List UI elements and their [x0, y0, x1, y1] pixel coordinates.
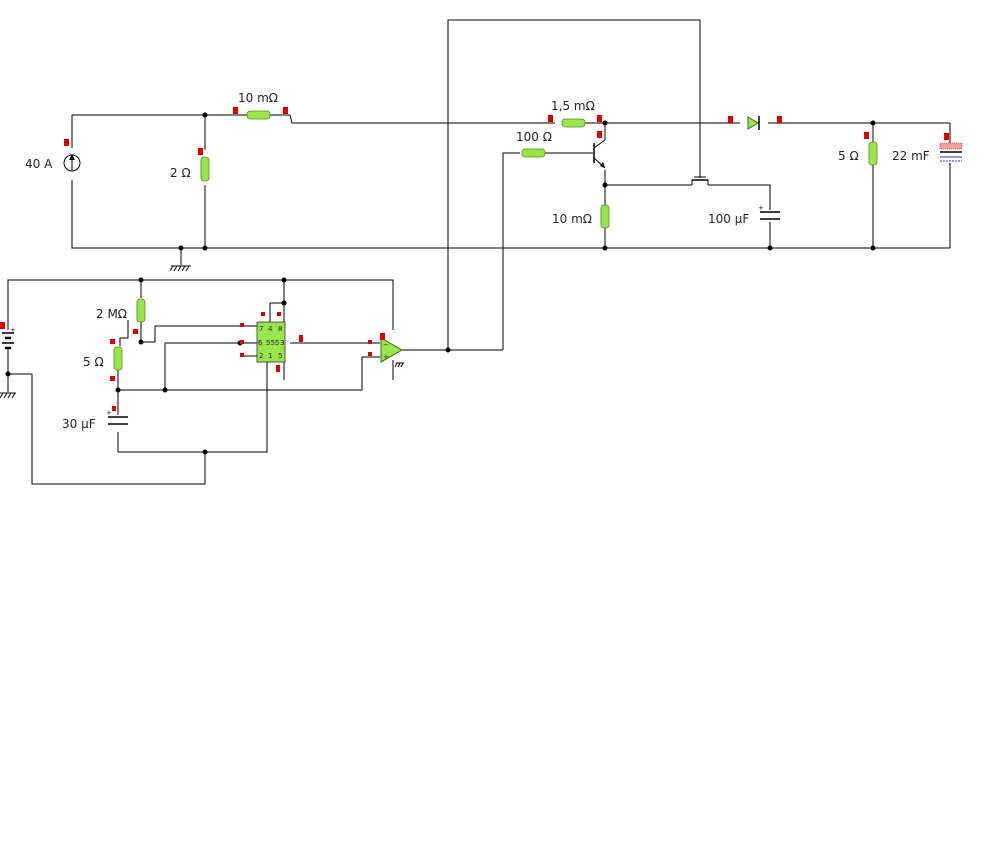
diode-icon[interactable] — [728, 116, 782, 130]
resistor-10mohm-emitter[interactable] — [600, 204, 610, 229]
resistor-10mohm-top[interactable] — [233, 107, 288, 120]
resistor-5ohm-left[interactable] — [110, 339, 123, 381]
wires-top-circuit — [71, 19, 951, 350]
resistor-2ohm[interactable] — [198, 148, 210, 182]
capacitor-30uf[interactable]: + — [106, 406, 128, 425]
pin-3: 3 — [280, 339, 284, 347]
junction-dots — [5, 112, 876, 455]
current-source-label: 40 A — [25, 157, 53, 171]
resistor-2ohm-label: 2 Ω — [170, 166, 191, 180]
resistor-10mohm-emitter-label: 10 mΩ — [552, 212, 592, 226]
resistor-5ohm-right-label: 5 Ω — [838, 149, 859, 163]
pin-5: 5 — [278, 352, 282, 360]
pin-8: 8 — [278, 325, 282, 333]
opamp-icon[interactable]: − + — [368, 333, 404, 363]
svg-text:+: + — [758, 204, 764, 212]
pin-4: 4 — [268, 325, 273, 333]
capacitor-100uf-label: 100 µF — [708, 212, 749, 226]
capacitor-100uf[interactable]: + — [758, 204, 780, 220]
switch-icon[interactable] — [691, 176, 709, 185]
capacitor-22mf-label: 22 mF — [892, 149, 930, 163]
resistor-10mohm-top-label: 10 mΩ — [238, 91, 278, 105]
resistor-5ohm-right[interactable] — [864, 132, 878, 166]
ground-icon — [169, 265, 191, 272]
current-source-icon[interactable] — [63, 139, 81, 172]
resistor-2mohm[interactable] — [133, 298, 146, 334]
ground-left-icon — [0, 392, 16, 399]
resistor-100ohm-label: 100 Ω — [516, 130, 552, 144]
svg-text:+: + — [106, 409, 112, 417]
resistor-1-5mohm-label: 1,5 mΩ — [551, 99, 595, 113]
pin-1: 1 — [268, 352, 272, 360]
battery-plus-label: + — [10, 326, 16, 334]
capacitor-30uf-label: 30 µF — [62, 417, 96, 431]
resistor-1-5mohm[interactable] — [548, 115, 602, 128]
resistor-5ohm-left-label: 5 Ω — [83, 355, 104, 369]
pin-2: 2 — [259, 352, 263, 360]
opamp-plus: + — [383, 353, 389, 361]
battery-icon[interactable]: + — [0, 322, 16, 350]
wires-control-circuit — [7, 279, 503, 485]
pin-7: 7 — [259, 325, 263, 333]
ground-opamp-icon — [394, 362, 404, 368]
resistor-100ohm[interactable] — [521, 148, 546, 158]
npn-transistor-icon[interactable] — [593, 131, 606, 169]
ic-555-icon[interactable]: 7 4 8 6 555 3 2 1 5 — [240, 312, 303, 372]
ic-name: 555 — [266, 339, 279, 347]
capacitor-22mf[interactable] — [939, 133, 963, 162]
resistor-2mohm-label: 2 MΩ — [96, 307, 127, 321]
opamp-minus: − — [383, 341, 389, 349]
pin-6: 6 — [258, 339, 263, 347]
